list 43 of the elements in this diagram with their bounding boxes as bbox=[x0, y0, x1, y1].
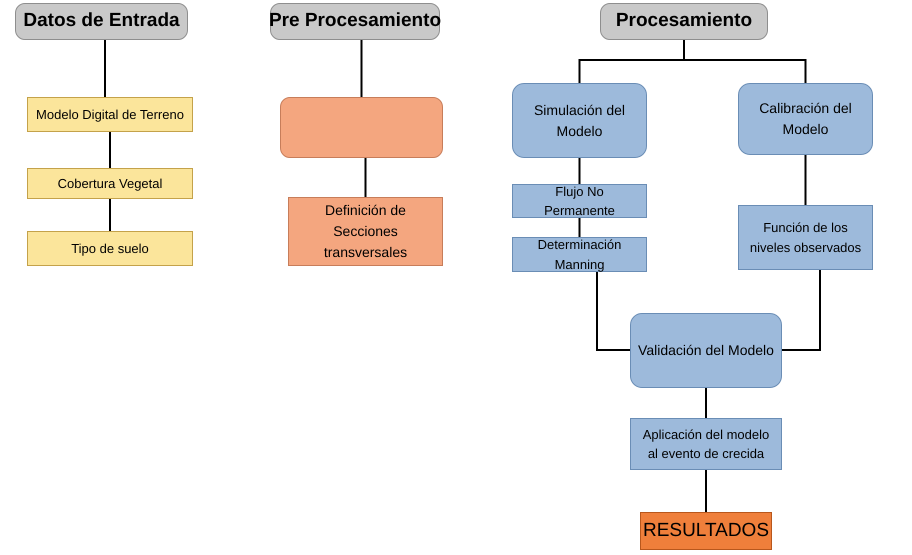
process-box bbox=[630, 313, 782, 388]
node-label: Cobertura Vegetal bbox=[58, 174, 162, 193]
node-label: Determinación Manning bbox=[536, 236, 622, 274]
connector-line bbox=[364, 158, 366, 197]
node-label: Pre Procesamiento bbox=[268, 10, 442, 33]
input-box bbox=[27, 97, 193, 132]
input-box bbox=[27, 231, 193, 266]
process-box bbox=[280, 97, 443, 158]
node-label: Flujo No Permanente bbox=[543, 182, 616, 220]
node-label: Calibración del Modelo bbox=[758, 99, 853, 139]
connector-line bbox=[578, 158, 580, 184]
process-box bbox=[512, 83, 647, 158]
connector-line bbox=[109, 132, 111, 168]
input-box bbox=[27, 168, 193, 199]
process-box bbox=[512, 184, 647, 218]
node-label: Definición de Secciones transversales bbox=[322, 201, 408, 262]
node-label: Modelo Digital de Terreno bbox=[36, 106, 184, 124]
connector-line bbox=[804, 155, 806, 205]
process-box bbox=[738, 205, 873, 270]
connector-line bbox=[578, 218, 580, 237]
connector-line bbox=[104, 40, 106, 97]
node-label: Validación del Modelo bbox=[638, 341, 774, 360]
node-label: Simulación del Modelo bbox=[532, 100, 626, 140]
node-label: Procesamiento bbox=[616, 10, 752, 33]
connector-line bbox=[705, 470, 707, 512]
result-box bbox=[640, 512, 772, 550]
node-label: Tipo de suelo bbox=[71, 240, 149, 258]
node-label: Función de los niveles observados bbox=[748, 219, 862, 256]
connector-line bbox=[109, 199, 111, 231]
connector-line bbox=[782, 270, 821, 351]
header-box bbox=[600, 3, 768, 40]
process-box bbox=[288, 197, 443, 266]
connector-line bbox=[596, 272, 630, 351]
process-box bbox=[738, 83, 873, 155]
process-box bbox=[512, 237, 647, 272]
header-box bbox=[15, 3, 188, 40]
header-box bbox=[270, 3, 440, 40]
connector-line bbox=[360, 40, 362, 97]
node-label: Aplicación del modelo al evento de crecida bbox=[642, 426, 770, 463]
connector-line bbox=[705, 388, 707, 418]
node-label: Datos de Entrada bbox=[23, 10, 180, 33]
node-label: RESULTADOS bbox=[643, 518, 769, 543]
process-box bbox=[630, 418, 782, 470]
